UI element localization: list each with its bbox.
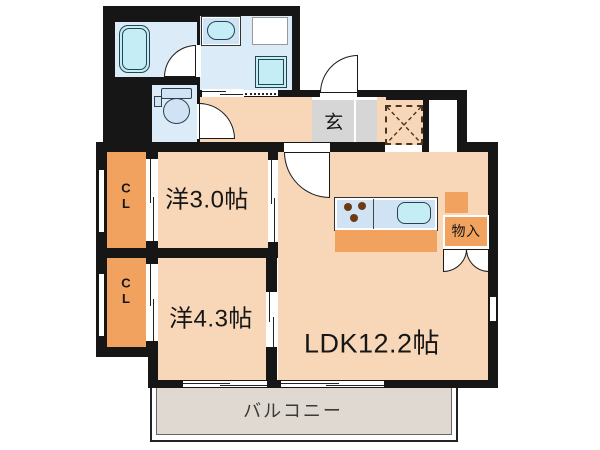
wall-closet-slider-stub-1 bbox=[146, 152, 158, 159]
pipe-space-box bbox=[445, 192, 468, 213]
bedroom-3-label: 洋3.0帖 bbox=[165, 186, 249, 214]
balcony-label: バルコニー bbox=[243, 401, 343, 421]
window-right-wall bbox=[490, 297, 496, 321]
bedroom-4-room bbox=[158, 258, 266, 380]
entrance-tile-left bbox=[312, 100, 354, 142]
washbasin-icon bbox=[207, 21, 235, 40]
bedroom-3-room bbox=[158, 152, 268, 248]
wall-band-upper bbox=[96, 142, 385, 152]
wall-closet-slider-stub-2 bbox=[146, 241, 158, 248]
wall-closet-slider-stub-4 bbox=[146, 341, 158, 347]
bath-door-opening bbox=[195, 45, 201, 77]
wall-top-right bbox=[295, 90, 467, 100]
ldk-door-opening bbox=[284, 143, 330, 152]
kitchen-counter-divider bbox=[373, 199, 374, 229]
wall-closet-bottom bbox=[96, 347, 160, 357]
hall-strip-right bbox=[377, 97, 386, 142]
closet-lower-box bbox=[107, 258, 146, 347]
balcony-floor bbox=[156, 388, 452, 435]
stove-burner-2 bbox=[358, 202, 366, 210]
bedroom-4-label: 洋4.3帖 bbox=[169, 305, 253, 333]
entry-door-arc bbox=[320, 55, 358, 93]
entry-door-opening bbox=[320, 91, 357, 99]
bath-door-arc bbox=[164, 45, 196, 77]
wall-closet-slider-stub-3 bbox=[146, 258, 158, 264]
bedroom4-ldk-sliding-door bbox=[266, 292, 277, 347]
wall-lower-left bbox=[148, 355, 158, 388]
window-left-wall-upper bbox=[99, 170, 104, 232]
bedroom3-ldk-sliding-door bbox=[268, 160, 278, 242]
kitchen-sink bbox=[397, 202, 431, 224]
stove-burner-1 bbox=[344, 203, 352, 211]
shoebox-backing bbox=[385, 100, 423, 108]
closet-lower-sliding-door bbox=[146, 264, 158, 341]
washing-machine-pan-inner bbox=[258, 59, 284, 85]
toilet-flush-handle bbox=[154, 96, 162, 107]
stove-burner-3 bbox=[350, 214, 358, 222]
entrance-label: 玄 bbox=[324, 112, 344, 134]
bathtub-inner-line bbox=[122, 28, 147, 70]
washroom-folding-door bbox=[243, 90, 278, 96]
wall-band-mid bbox=[96, 248, 280, 258]
wall-top-right-stub bbox=[457, 142, 498, 152]
kitchen-base-cabinet bbox=[335, 230, 437, 252]
closet-upper-sliding-door bbox=[146, 159, 158, 241]
wall-niche-left bbox=[422, 100, 429, 152]
storage-label: 物入 bbox=[451, 223, 481, 239]
bathtub-icon bbox=[119, 25, 150, 73]
x-cross-icon bbox=[387, 107, 421, 143]
closet-upper-box bbox=[107, 152, 146, 248]
ldk-label: LDK12.2帖 bbox=[303, 328, 441, 359]
washer-space bbox=[252, 17, 288, 45]
wall-right bbox=[488, 142, 498, 388]
shoe-cabinet-box bbox=[385, 105, 423, 145]
window-left-wall-lower bbox=[99, 274, 104, 336]
wall-niche-right bbox=[457, 90, 467, 152]
closet-lower-label: CL bbox=[118, 275, 134, 307]
toilet-bowl-icon bbox=[163, 98, 190, 124]
washroom-sliding-door bbox=[202, 89, 244, 97]
closet-upper-label: CL bbox=[118, 180, 134, 212]
window-ldk bbox=[281, 381, 384, 387]
entrance-tile-right bbox=[356, 100, 377, 142]
washing-machine-pan bbox=[255, 56, 287, 88]
window-bedroom4 bbox=[183, 381, 267, 387]
